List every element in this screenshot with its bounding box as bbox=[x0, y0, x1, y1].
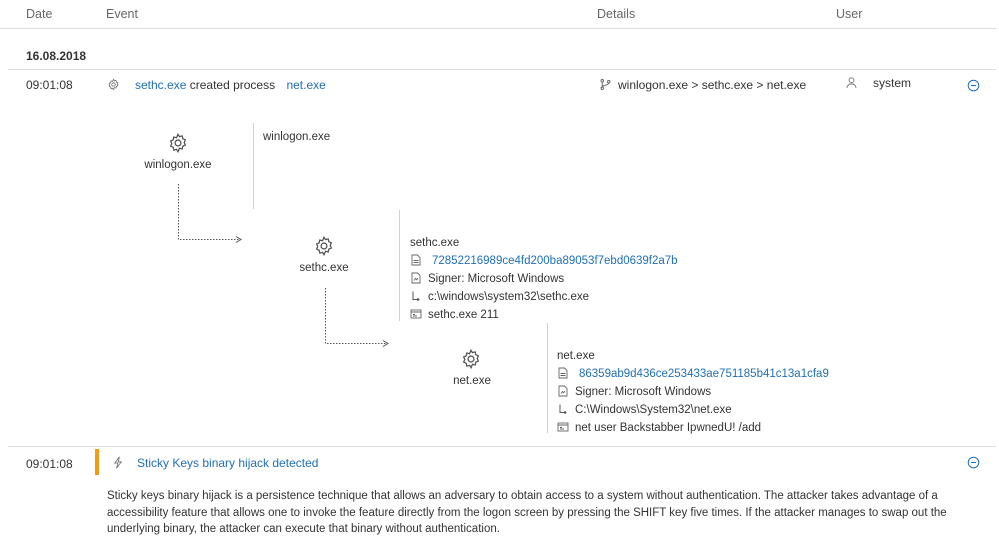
tree-node-label[interactable]: net.exe bbox=[453, 375, 491, 387]
header-user[interactable]: User bbox=[836, 7, 863, 21]
path-text: c:\windows\system32\sethc.exe bbox=[428, 291, 590, 303]
event-target-link[interactable]: net.exe bbox=[286, 78, 326, 92]
alert-title-link[interactable]: Sticky Keys binary hijack detected bbox=[137, 456, 319, 470]
cmd-icon bbox=[557, 421, 569, 436]
tree-connector bbox=[178, 184, 242, 243]
path-icon bbox=[410, 290, 422, 305]
signer-row: Signer: Microsoft Windows bbox=[410, 270, 678, 288]
tree-node-label[interactable]: winlogon.exe bbox=[144, 159, 212, 171]
lightning-icon bbox=[112, 456, 124, 469]
detail-divider bbox=[547, 323, 548, 433]
hash-row: 72852216989ce4fd200ba89053f7ebd0639f2a7b bbox=[410, 252, 678, 270]
event-user: system bbox=[873, 76, 912, 90]
gear-icon bbox=[107, 78, 120, 91]
event-time: 09:01:08 bbox=[26, 457, 73, 471]
path-row: c:\windows\system32\sethc.exe bbox=[410, 288, 678, 306]
hash-row: 86359ab9d436ce253433ae751185b41c13a1cfa9 bbox=[557, 365, 829, 383]
hash-icon bbox=[557, 367, 569, 382]
process-chain: winlogon.exe > sethc.exe > net.exe bbox=[618, 78, 807, 92]
hash-icon bbox=[410, 254, 422, 269]
path-text: C:\Windows\System32\net.exe bbox=[575, 404, 732, 416]
path-icon bbox=[557, 403, 569, 418]
date-group-label: 16.08.2018 bbox=[26, 49, 87, 63]
gear-icon bbox=[313, 235, 335, 257]
event-time: 09:01:08 bbox=[26, 78, 73, 92]
gear-icon bbox=[167, 132, 189, 154]
sha1-hash-link[interactable]: 72852216989ce4fd200ba89053f7ebd0639f2a7b bbox=[432, 255, 678, 267]
signature-icon bbox=[557, 385, 569, 400]
event-source-link[interactable]: sethc.exe bbox=[135, 78, 187, 92]
cmd-row: net user Backstabber IpwnedU! /add bbox=[557, 419, 829, 437]
node-detail-name: net.exe bbox=[557, 350, 595, 362]
row-divider bbox=[8, 446, 996, 447]
header-divider bbox=[0, 28, 996, 29]
cmd-text: sethc.exe 211 bbox=[428, 309, 499, 321]
header-event[interactable]: Event bbox=[106, 7, 138, 21]
gear-icon bbox=[460, 348, 482, 370]
detail-divider bbox=[253, 123, 254, 209]
cmd-icon bbox=[410, 308, 422, 323]
branch-icon bbox=[599, 78, 612, 91]
event-action: created process bbox=[189, 78, 276, 92]
node-detail-name: winlogon.exe bbox=[263, 131, 331, 143]
node-details: net.exe 86359ab9d436ce253433ae751185b41c… bbox=[557, 347, 829, 437]
signer-row: Signer: Microsoft Windows bbox=[557, 383, 829, 401]
cmd-text: net user Backstabber IpwnedU! /add bbox=[575, 422, 762, 434]
row-divider bbox=[8, 69, 996, 70]
path-row: C:\Windows\System32\net.exe bbox=[557, 401, 829, 419]
tree-node-label[interactable]: sethc.exe bbox=[299, 262, 349, 274]
node-details: sethc.exe 72852216989ce4fd200ba89053f7eb… bbox=[410, 234, 678, 324]
collapse-icon[interactable] bbox=[967, 456, 980, 469]
alert-severity-bar bbox=[95, 449, 99, 475]
event-summary: sethc.exe created process net.exe bbox=[135, 78, 326, 92]
tree-connector bbox=[325, 288, 389, 347]
sha1-hash-link[interactable]: 86359ab9d436ce253433ae751185b41c13a1cfa9 bbox=[579, 368, 829, 380]
header-date[interactable]: Date bbox=[26, 7, 53, 21]
signer-text: Signer: Microsoft Windows bbox=[575, 386, 712, 398]
person-icon bbox=[845, 76, 858, 89]
cmd-row: sethc.exe 211 bbox=[410, 306, 678, 324]
header-details[interactable]: Details bbox=[597, 7, 636, 21]
signature-icon bbox=[410, 272, 422, 287]
detail-divider bbox=[399, 210, 400, 321]
node-detail-name: sethc.exe bbox=[410, 237, 460, 249]
alert-description: Sticky keys binary hijack is a persisten… bbox=[107, 490, 947, 535]
signer-text: Signer: Microsoft Windows bbox=[428, 273, 565, 285]
collapse-icon[interactable] bbox=[967, 79, 980, 92]
